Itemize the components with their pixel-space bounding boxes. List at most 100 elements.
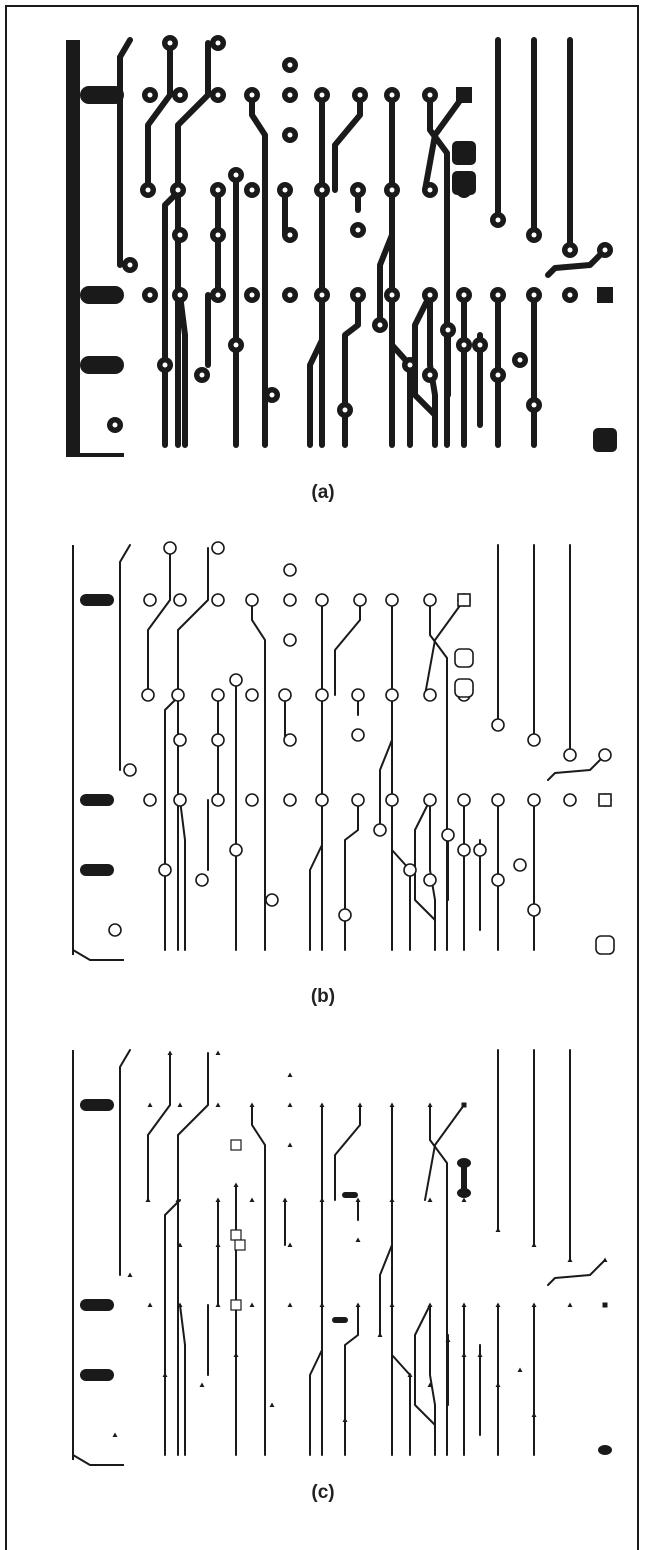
pcb-layer [72, 1049, 612, 1466]
pad-hole [287, 132, 293, 138]
copper-trace [429, 599, 448, 951]
copper-trace [377, 187, 395, 328]
pad-hole [389, 187, 395, 193]
pad-marker [215, 1050, 221, 1055]
pad-hole [233, 172, 239, 178]
copper-pad [283, 733, 297, 747]
pad-marker [427, 1382, 433, 1387]
pad-marker [127, 1272, 133, 1277]
pad-marker [269, 1402, 275, 1407]
pad-marker [287, 1072, 293, 1077]
pad-marker [531, 1302, 537, 1307]
via-box [230, 1229, 242, 1241]
copper-trace [342, 292, 361, 448]
copper-pad [211, 688, 225, 702]
copper-pad [491, 793, 505, 807]
copper-pad [195, 873, 209, 887]
bus-tab [80, 356, 124, 374]
pad-hole [147, 292, 153, 298]
pad-hole [177, 92, 183, 98]
copper-pad [491, 718, 505, 732]
pad-marker [167, 1050, 173, 1055]
copper-pad [143, 593, 157, 607]
pad-marker [249, 1302, 255, 1307]
copper-trace [307, 292, 325, 448]
pad-marker [199, 1382, 205, 1387]
pad-hole [357, 92, 363, 98]
pad-marker [531, 1412, 537, 1417]
pad-hole [215, 187, 221, 193]
pad-marker [389, 1102, 395, 1107]
copper-trace [175, 40, 211, 448]
pad-marker [342, 1417, 348, 1422]
pad-marker [215, 1242, 221, 1247]
copper-trace [379, 694, 393, 831]
pad-hole [162, 362, 168, 368]
copper-trace [547, 1259, 606, 1286]
copper-pad [513, 858, 527, 872]
pad-marker [147, 1302, 153, 1307]
copper-pad [527, 793, 541, 807]
bus-tab [80, 864, 114, 876]
copper-trace [379, 1199, 393, 1336]
copper-trace [162, 187, 183, 448]
pad-marker [319, 1102, 325, 1107]
pad-marker [389, 1197, 395, 1202]
copper-trace [179, 799, 186, 951]
copper-pad [265, 893, 279, 907]
bus-tab [80, 1369, 114, 1381]
copper-pad [473, 843, 487, 857]
panel-b-outline-layout [60, 540, 630, 961]
copper-trace [334, 599, 361, 696]
large-pad [593, 428, 617, 452]
pad-marker [177, 1302, 183, 1307]
copper-pad [229, 843, 243, 857]
pad-hole [389, 292, 395, 298]
copper-trace [119, 544, 131, 771]
copper-trace [344, 799, 359, 951]
copper-pad [211, 593, 225, 607]
pad-hole [127, 262, 133, 268]
pad-marker [215, 1302, 221, 1307]
pad-hole [282, 187, 288, 193]
bus-tab [80, 86, 124, 104]
pad-marker [147, 1102, 153, 1107]
pad-hole [215, 40, 221, 46]
pad-marker [319, 1197, 325, 1202]
pad-hole [445, 327, 451, 333]
copper-trace [429, 1104, 448, 1456]
pad-hole [233, 342, 239, 348]
pad-hole [461, 292, 467, 298]
copper-pad [385, 593, 399, 607]
pad-marker [282, 1197, 288, 1202]
pad-hole [531, 292, 537, 298]
pad-marker [145, 1197, 151, 1202]
pad-hole [602, 247, 608, 253]
pad-marker [461, 1352, 467, 1357]
pad-marker [517, 1367, 523, 1372]
bus-tab [80, 794, 114, 806]
pad-marker [477, 1352, 483, 1357]
copper-pad [229, 673, 243, 687]
copper-trace [545, 247, 608, 278]
copper-pad [353, 593, 367, 607]
copper-trace [309, 1304, 323, 1456]
pcb-layer [72, 541, 615, 961]
pad-hole [427, 187, 433, 193]
pad-marker [357, 1102, 363, 1107]
copper-pad [283, 593, 297, 607]
pad-hole [355, 292, 361, 298]
pad-hole [531, 232, 537, 238]
square-pad [457, 593, 471, 607]
copper-pad [171, 688, 185, 702]
copper-pad [315, 593, 329, 607]
copper-trace [422, 92, 467, 193]
copper-pad [491, 873, 505, 887]
caption-a: (a) [311, 482, 335, 503]
pad-marker [445, 1337, 451, 1342]
pad-hole [377, 322, 383, 328]
pad-hole [355, 187, 361, 193]
copper-trace [391, 1304, 411, 1456]
copper-trace [424, 1104, 465, 1201]
square-pad [597, 287, 613, 303]
